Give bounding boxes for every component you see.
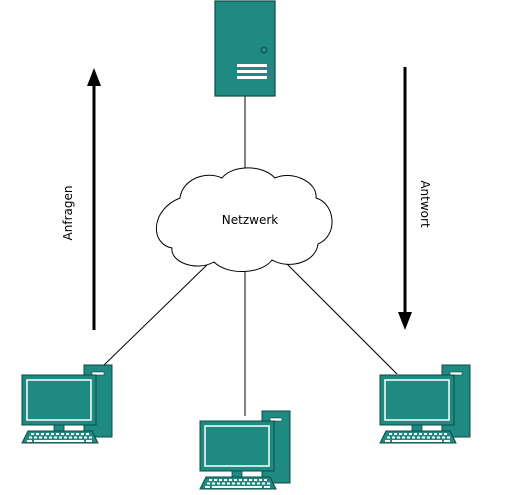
desktop-computer-icon: [21, 364, 113, 444]
network-to-left-client-link: [102, 261, 211, 367]
connection-lines: [102, 96, 398, 416]
desktop-computer-icon: [199, 410, 291, 490]
network-to-right-client-link: [284, 261, 398, 375]
desktop-computer-icon: [379, 364, 471, 444]
request-arrow: [87, 68, 101, 330]
cloud-icon: [156, 167, 333, 273]
network-label: Netzwerk: [222, 213, 278, 227]
request-arrow-label: Anfragen: [61, 186, 75, 241]
response-arrow: [398, 67, 412, 330]
server-icon: [214, 0, 276, 97]
response-arrow-label: Antwort: [418, 180, 432, 228]
